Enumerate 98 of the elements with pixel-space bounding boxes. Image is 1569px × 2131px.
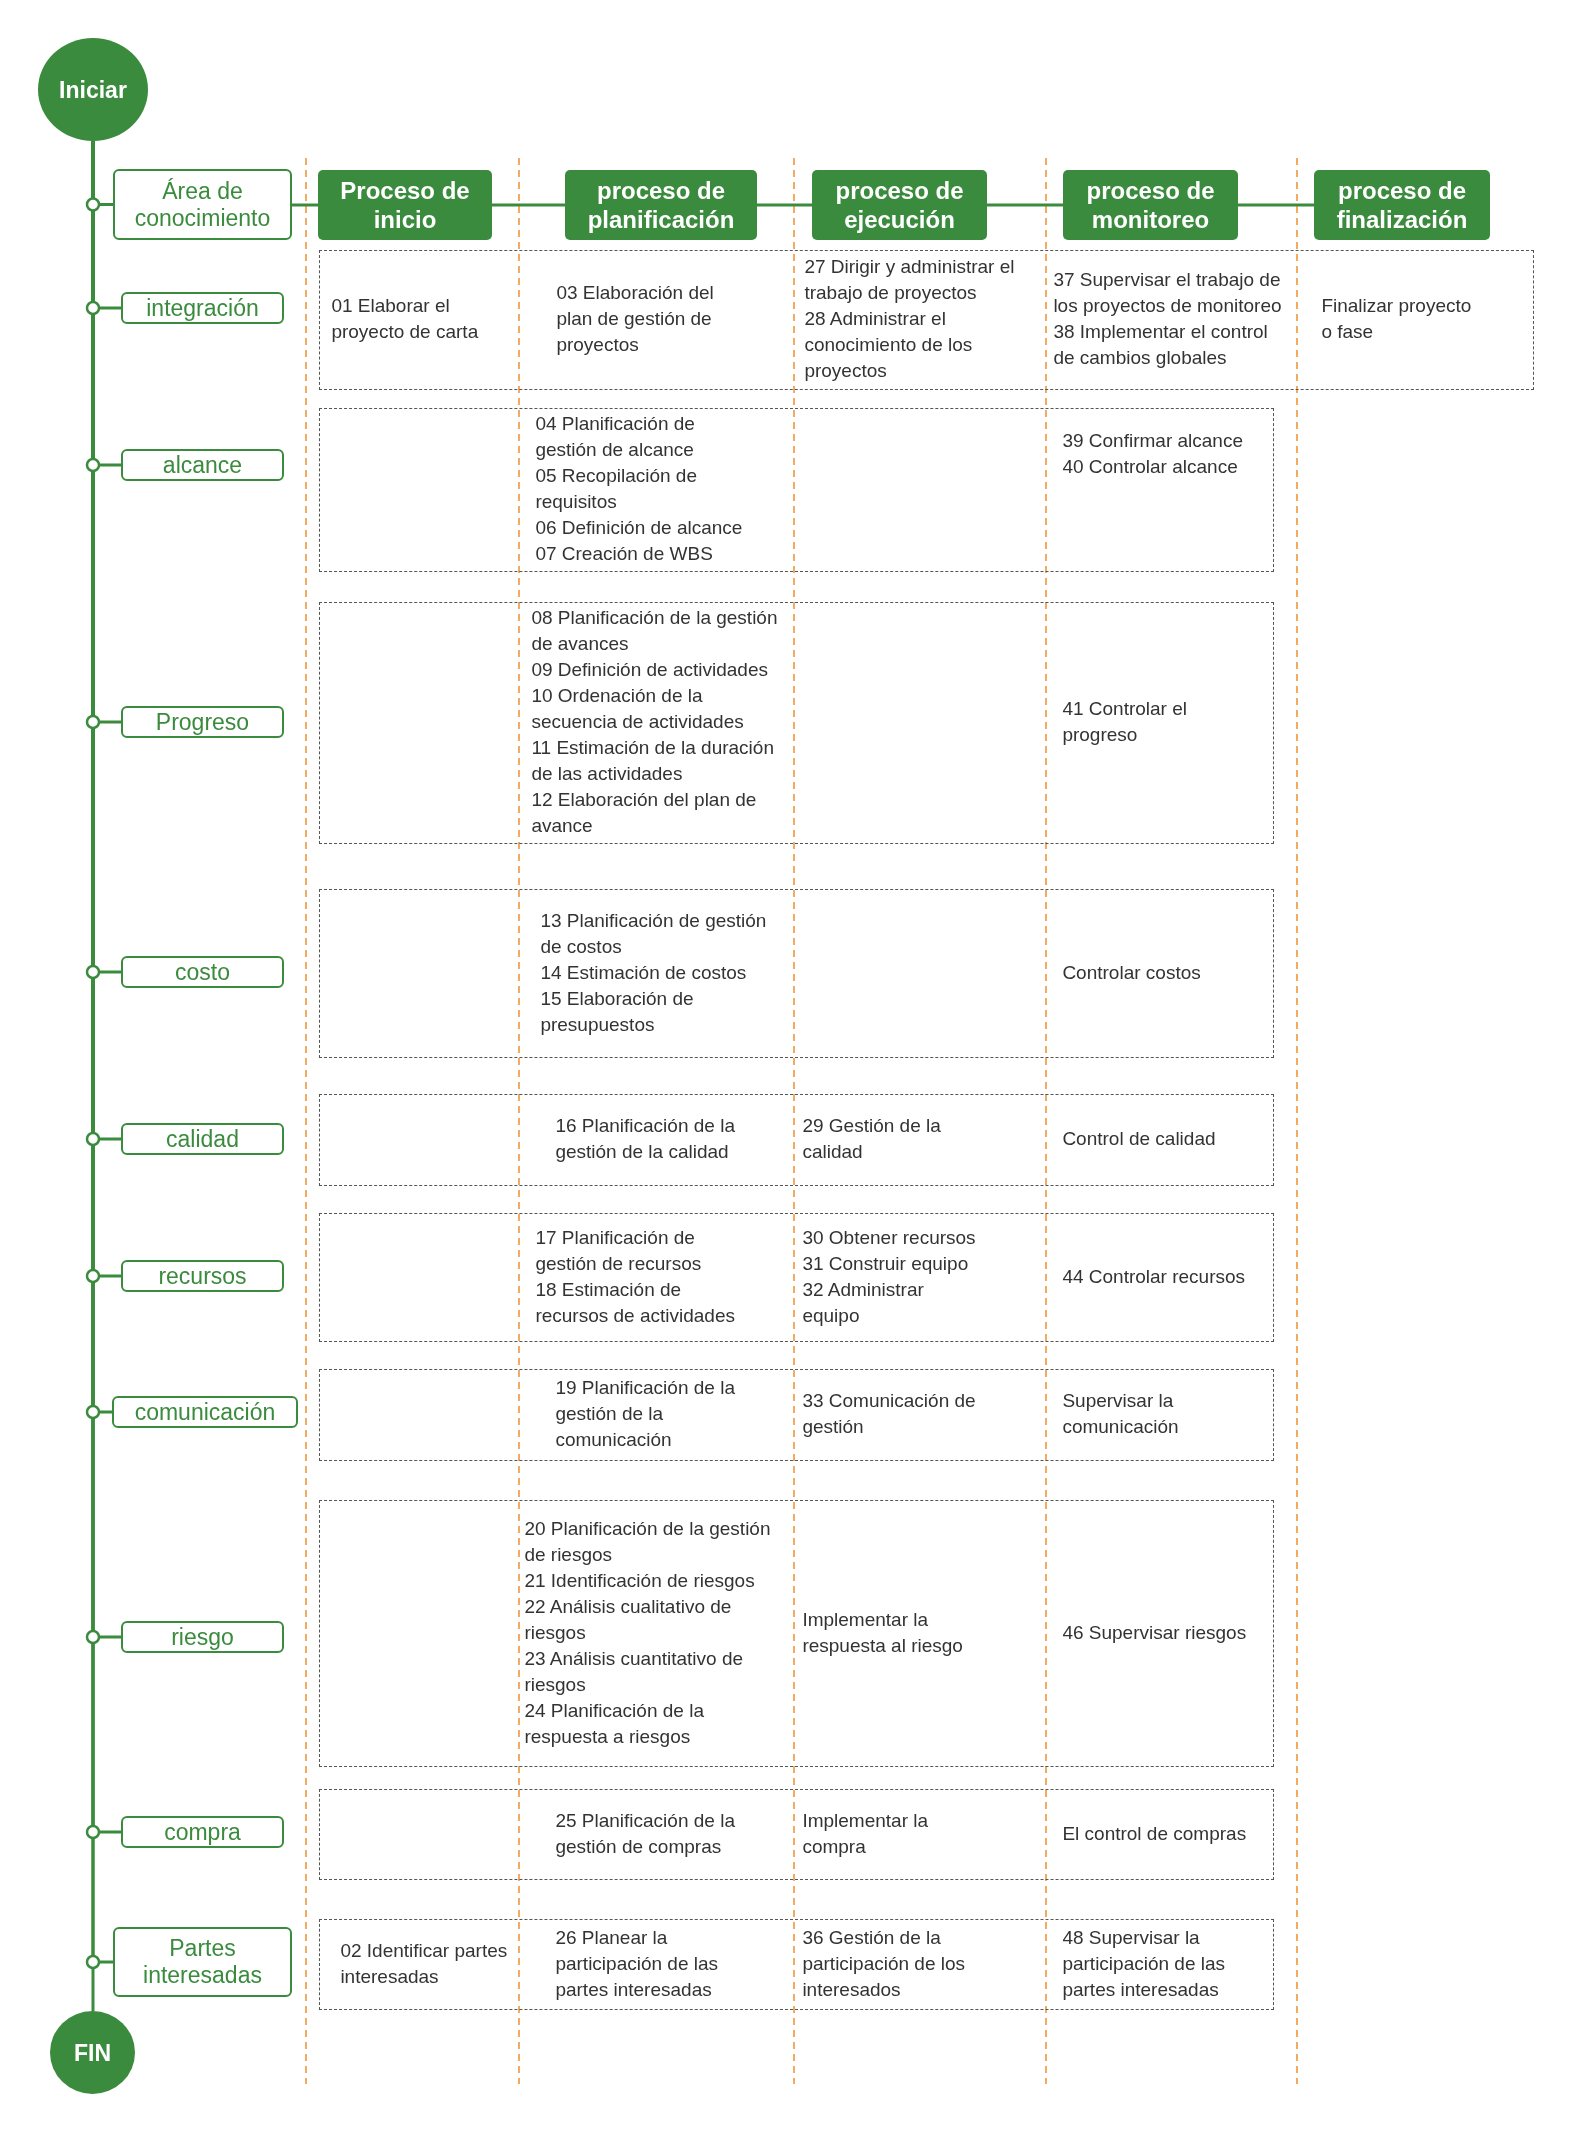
process-step: 46 Supervisar riesgos [1062,1619,1263,1646]
process-step: 33 Comunicación de gestión [802,1388,993,1441]
process-step: 31 Construir equipo [802,1250,985,1277]
knowledge-area-box [121,1621,284,1653]
process-step: 22 Análisis cualitativo de riesgos [524,1593,783,1646]
process-group-box [319,602,1274,844]
process-step: 32 Administrar equipo [802,1276,985,1329]
process-step: 02 Identificar partes interesadas [340,1937,515,1990]
process-step: 16 Planificación de la gestión de la calidad [555,1113,756,1166]
knowledge-area-box [121,292,284,324]
process-step: 41 Controlar el progreso [1062,696,1228,749]
process-step: 27 Dirigir y administrar el trabajo de proyectos [804,254,1037,307]
knowledge-area-label: alcance [162,451,243,479]
phase-title: proceso de planificación [586,176,736,234]
phase-title: proceso de ejecución [834,176,965,234]
knowledge-area-box [113,169,292,240]
process-step: 11 Estimación de la duración de las actividades [531,735,780,788]
process-step: Implementar la respuesta al riesgo [802,1606,981,1659]
process-step: 29 Gestión de la calidad [802,1113,968,1166]
connector-line [492,203,565,207]
knowledge-area-label: Partes interesadas [142,1935,263,1989]
process-step: 37 Supervisar el trabajo de los proyectos de monitoreo [1053,267,1290,320]
knowledge-area-label: Área de conocimiento [133,177,272,232]
process-group-box [319,1500,1274,1767]
process-step: 20 Planificación de la gestión de riesgos [524,1515,783,1568]
process-step: El control de compras [1062,1820,1263,1847]
process-step: 39 Confirmar alcance [1062,428,1263,455]
process-step: 08 Planificación de la gestión de avances [531,605,780,658]
process-step: 40 Controlar alcance [1062,454,1263,481]
process-step: 44 Controlar recursos [1062,1263,1263,1290]
phase-title: Proceso de inicio [339,176,471,234]
process-step: 48 Supervisar la participación de las partes interesadas [1062,1924,1251,2003]
knowledge-area-box [112,1396,298,1428]
process-step: 21 Identificación de riesgos [524,1567,783,1594]
connector-line [1238,203,1314,207]
knowledge-area-label: comunicación [134,1398,276,1426]
process-step: 38 Implementar el control de cambios globales [1053,319,1290,372]
process-group-box [319,1094,1274,1186]
phase-header-box [812,170,987,240]
process-group-box [319,1213,1274,1342]
knowledge-area-box [121,1260,284,1292]
process-step: Finalizar proyecto o fase [1321,293,1487,346]
process-group-box [319,1919,1274,2010]
knowledge-area-box [121,449,284,481]
process-group-box [319,889,1274,1058]
process-step: 30 Obtener recursos [802,1224,985,1251]
connector-line [987,203,1063,207]
connector-line [757,203,812,207]
process-step: 18 Estimación de recursos de actividades [535,1276,751,1329]
process-step: 05 Recopilación de requisitos [535,463,761,516]
process-step: 17 Planificación de gestión de recursos [535,1224,751,1277]
process-step: 10 Ordenación de la secuencia de actividades [531,683,780,736]
process-step: 36 Gestión de la participación de los interesados [802,1924,991,2003]
phase-header-box [565,170,757,240]
process-step: Implementar la compra [802,1807,963,1860]
process-step: 12 Elaboración del plan de avance [531,787,780,840]
process-group-box [319,408,1274,572]
process-step: 13 Planificación de gestión de costos [540,907,781,960]
phase-header-box [1314,170,1490,240]
process-step: 01 Elaborar el proyecto de carta [331,293,497,346]
process-step: 06 Definición de alcance [535,515,761,542]
knowledge-area-label: calidad [166,1125,239,1153]
process-step: 07 Creación de WBS [535,541,761,568]
knowledge-area-label: integración [146,294,259,322]
process-group-box [319,1369,1274,1461]
process-step: 04 Planificación de gestión de alcance [535,411,761,464]
process-step: 23 Análisis cuantitativo de riesgos [524,1645,783,1698]
connector-line [292,203,318,207]
knowledge-area-label: costo [175,958,230,986]
process-step: 19 Planificación de la gestión de la comunicación [555,1375,756,1454]
phase-header-box [1063,170,1238,240]
process-step: Supervisar la comunicación [1062,1388,1223,1441]
process-step: 28 Administrar el conocimiento de los proyectos [804,306,1037,385]
phase-title: proceso de finalización [1335,176,1469,234]
process-step: 09 Definición de actividades [531,657,780,684]
knowledge-area-box [121,1123,284,1155]
process-step: 26 Planear la participación de las partes interesadas [555,1924,748,2003]
knowledge-area-label: Progreso [155,708,250,736]
process-step: 03 Elaboración del plan de gestión de proyectos [556,280,732,359]
process-step: 24 Planificación de la respuesta a riesgos [524,1697,783,1750]
process-step: Control de calidad [1062,1126,1263,1153]
process-step: 25 Planificación de la gestión de compras [555,1807,756,1860]
phase-title: proceso de monitoreo [1085,176,1216,234]
terminal-label: FIN [73,2038,112,2067]
process-step: 14 Estimación de costos [540,959,781,986]
knowledge-area-label: riesgo [171,1623,234,1651]
knowledge-area-box [113,1927,292,1997]
knowledge-area-label: compra [164,1818,241,1846]
phase-header-box [318,170,492,240]
knowledge-area-box [121,1816,284,1848]
process-group-box [319,250,1534,390]
process-step: Controlar costos [1062,959,1263,986]
terminal-label: Iniciar [59,75,127,104]
process-group-box [319,1789,1274,1880]
knowledge-area-label: recursos [158,1262,247,1290]
knowledge-area-box [121,956,284,988]
process-step: 15 Elaboración de presupuestos [540,985,781,1038]
knowledge-area-box [121,706,284,738]
